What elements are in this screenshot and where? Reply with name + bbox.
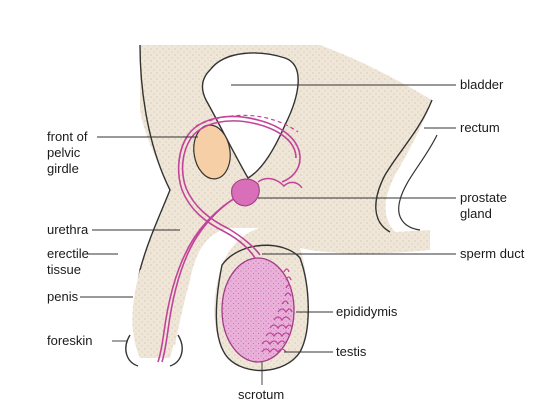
rectum-wall-outer bbox=[398, 134, 438, 231]
label-scrotum: scrotum bbox=[238, 387, 285, 402]
label-line: gland bbox=[460, 206, 492, 221]
label-urethra: urethra bbox=[47, 222, 89, 237]
prostate-shape bbox=[231, 178, 260, 207]
sperm-duct-path bbox=[177, 115, 301, 259]
label-prostate-gland: prostate gland bbox=[460, 190, 507, 222]
label-line: erectile bbox=[47, 246, 89, 261]
leader-lines bbox=[80, 84, 456, 385]
bladder-shape bbox=[201, 52, 299, 179]
label-epididymis: epididymis bbox=[336, 304, 398, 319]
label-testis: testis bbox=[336, 344, 367, 359]
label-line: girdle bbox=[47, 161, 79, 176]
label-line: tissue bbox=[47, 262, 81, 277]
label-foreskin: foreskin bbox=[47, 333, 93, 348]
label-penis: penis bbox=[47, 289, 79, 304]
rectum-wall bbox=[375, 99, 433, 233]
label-line: front of bbox=[47, 129, 88, 144]
label-rectum: rectum bbox=[460, 120, 500, 135]
label-sperm-duct: sperm duct bbox=[460, 246, 525, 261]
testis-shape bbox=[221, 257, 295, 363]
label-line: pelvic bbox=[47, 145, 81, 160]
urethra-path-inner bbox=[157, 191, 253, 363]
seminal-vesicle bbox=[257, 177, 303, 189]
label-line: prostate bbox=[460, 190, 507, 205]
epididymis-coil bbox=[261, 268, 293, 354]
label-bladder: bladder bbox=[460, 77, 504, 92]
label-erectile-tissue: erectile tissue bbox=[47, 246, 89, 278]
foreskin-shape bbox=[125, 334, 183, 367]
label-front-of-pelvic-girdle: front of pelvic girdle bbox=[47, 129, 87, 177]
sperm-duct-path-inner bbox=[181, 120, 297, 256]
